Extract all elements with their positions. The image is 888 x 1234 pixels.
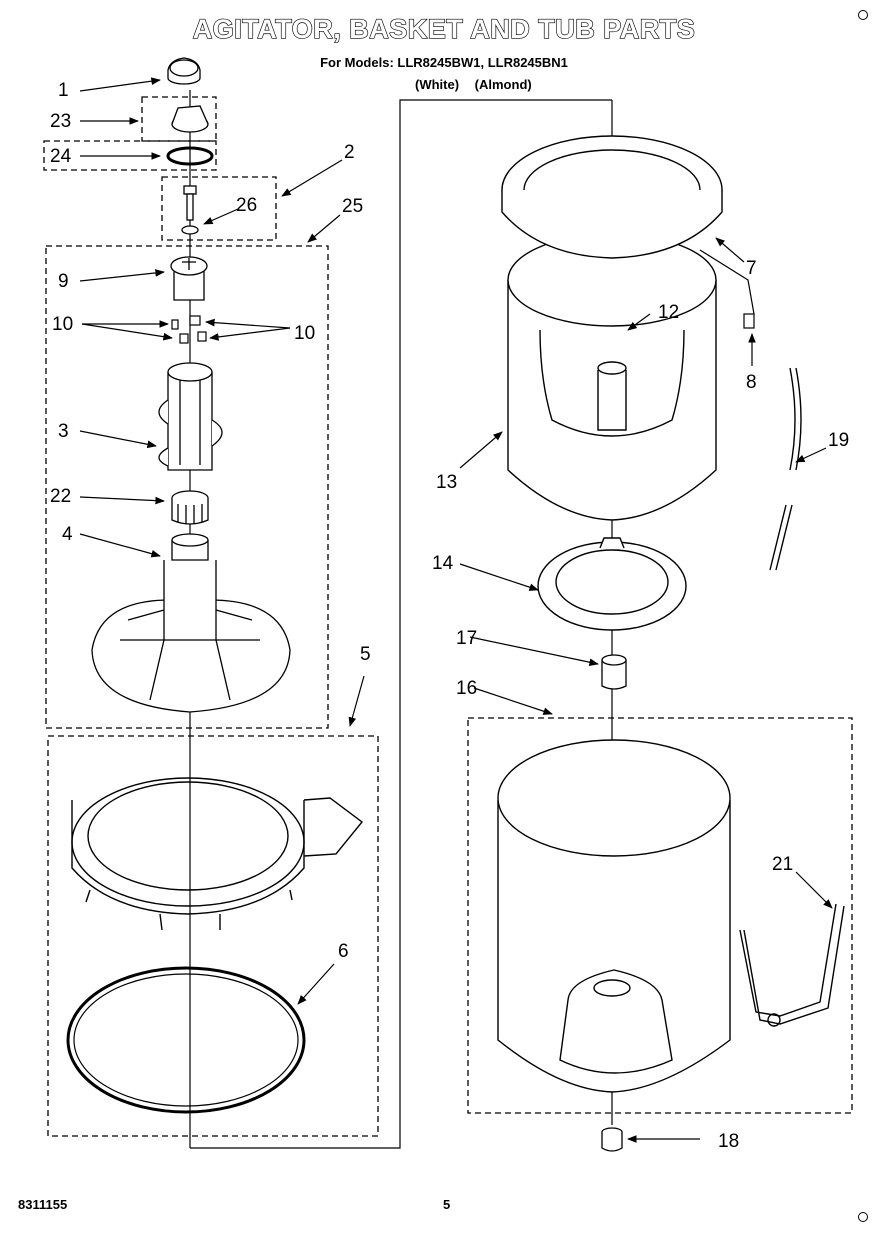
drain-hose <box>739 903 845 1027</box>
tub-ring <box>71 777 364 931</box>
registration-mark-bottom <box>858 1212 868 1222</box>
callout-8: 8 <box>746 372 757 393</box>
drive-clip <box>699 249 755 329</box>
callout-5: 5 <box>360 644 371 665</box>
callout-2: 2 <box>344 142 355 163</box>
group-box-24 <box>43 140 217 171</box>
color-variants: (White) (Almond) <box>415 77 544 92</box>
wash-basket <box>507 233 717 521</box>
group-box-2 <box>161 176 277 241</box>
variant-white: (White) <box>415 77 460 92</box>
callout-22: 22 <box>50 486 71 507</box>
callout-21: 21 <box>772 854 793 875</box>
variant-almond: (Almond) <box>474 77 532 92</box>
callout-1: 1 <box>58 80 69 101</box>
cap-insert <box>171 105 209 133</box>
callout-10-left: 10 <box>52 314 73 335</box>
drive-block-ring <box>537 537 687 631</box>
agitator-dogs <box>171 315 207 344</box>
tub-seal-ring <box>66 966 306 1114</box>
callout-4: 4 <box>62 524 73 545</box>
cap-seal-ring <box>166 146 214 166</box>
callout-26: 26 <box>236 195 257 216</box>
callout-25: 25 <box>342 196 363 217</box>
leader-lines <box>79 77 833 1143</box>
group-box-5 <box>47 735 379 1137</box>
document-code: 8311155 <box>18 1197 68 1212</box>
callout-9: 9 <box>58 271 69 292</box>
page-number: 5 <box>443 1197 451 1212</box>
basket-balance-ring <box>501 135 723 259</box>
registration-mark-top <box>858 10 868 20</box>
callout-24: 24 <box>50 146 72 167</box>
callout-23: 23 <box>50 111 71 132</box>
agitator-cap <box>167 57 201 85</box>
outer-tub <box>497 739 731 1093</box>
callout-7: 7 <box>746 258 757 279</box>
page-title: AGITATOR, BASKET AND TUB PARTS <box>192 13 696 44</box>
spin-bearing <box>601 654 627 690</box>
group-box-16 <box>467 717 853 1114</box>
model-subtitle: For Models: LLR8245BW1, LLR8245BN1 <box>320 55 568 70</box>
callout-3: 3 <box>58 421 69 442</box>
callout-6: 6 <box>338 941 349 962</box>
overflow-hose <box>769 367 802 571</box>
agitator-base <box>91 533 291 713</box>
group-boxes <box>43 96 853 1137</box>
callout-labels: 1 23 24 2 26 25 9 10 10 3 22 4 5 6 7 8 1… <box>50 80 849 1152</box>
callout-14: 14 <box>432 553 454 574</box>
callout-10-right: 10 <box>294 323 315 344</box>
callout-17: 17 <box>456 628 477 649</box>
drive-tube-seal <box>601 1127 623 1152</box>
group-box-25 <box>45 245 329 729</box>
callout-13: 13 <box>436 472 457 493</box>
one-way-clutch <box>171 490 209 525</box>
callout-19: 19 <box>828 430 849 451</box>
cam-part <box>170 256 208 301</box>
agitator-auger <box>158 362 223 471</box>
bolt-and-washer <box>181 185 199 235</box>
callout-12: 12 <box>658 302 679 323</box>
callout-16: 16 <box>456 678 477 699</box>
callout-18: 18 <box>718 1131 739 1152</box>
